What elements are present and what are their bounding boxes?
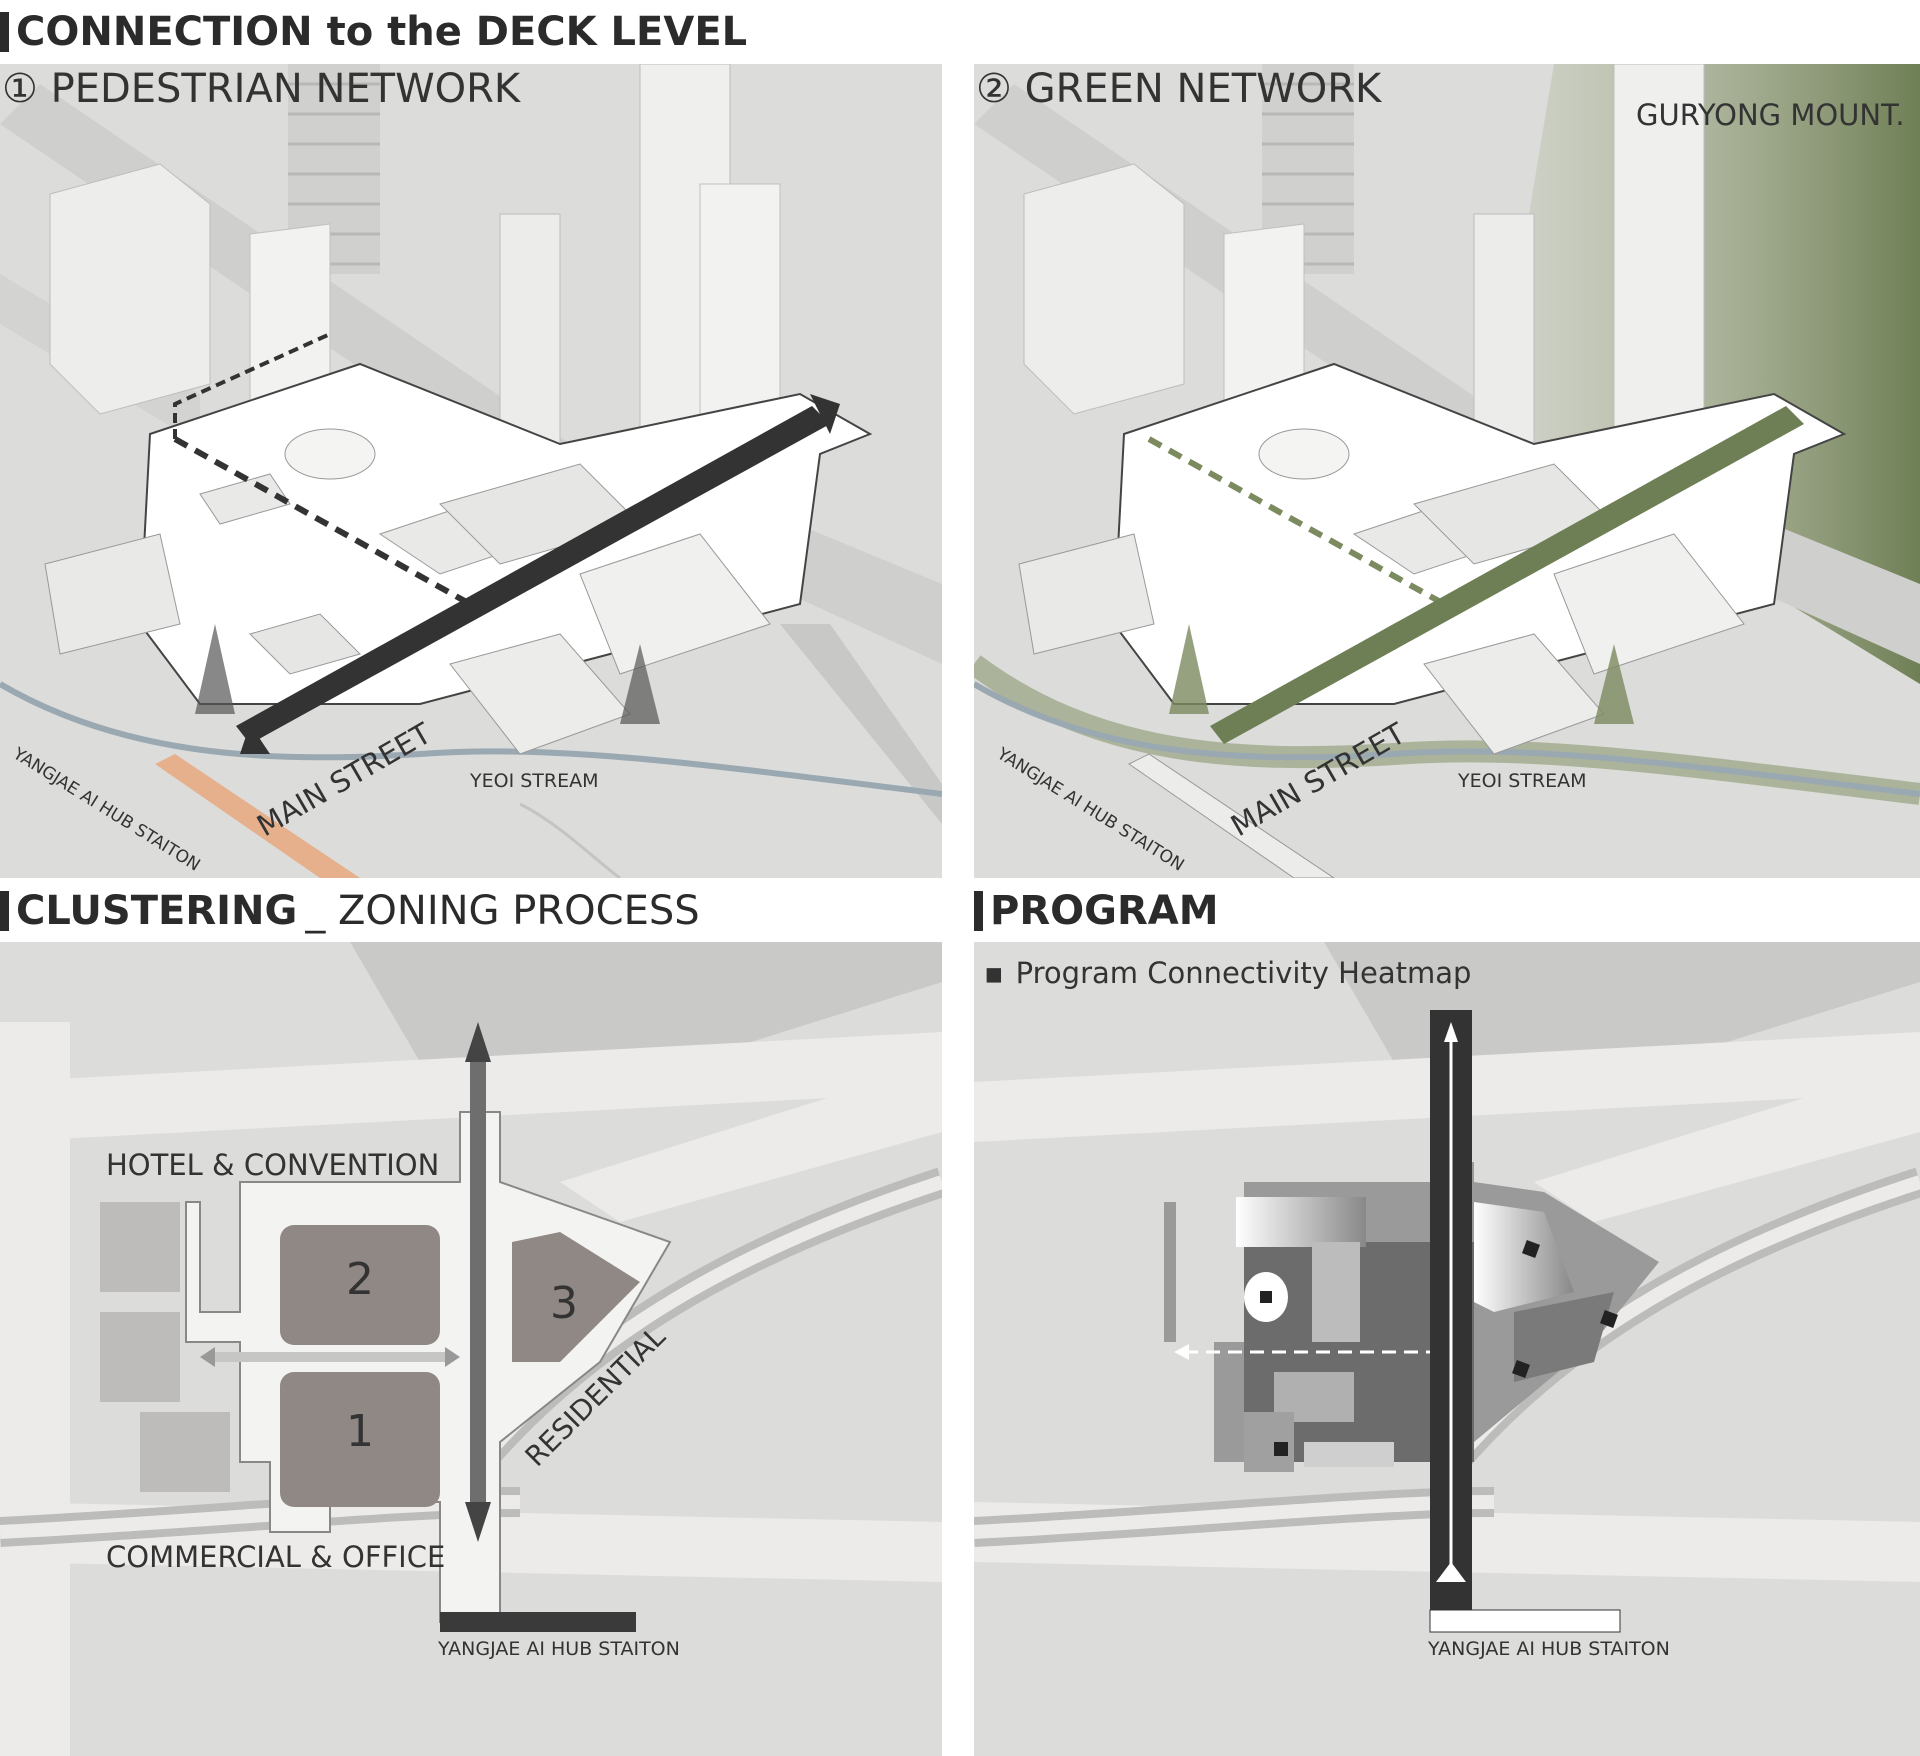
section-title-connection: CONNECTION to the DECK LEVEL — [0, 9, 747, 55]
node-marker — [1274, 1442, 1288, 1456]
stream-label: YEOI STREAM — [470, 770, 599, 792]
main-axis-arrow-bottom — [1436, 1562, 1466, 1582]
green-entrance-arrow — [1594, 644, 1634, 724]
deck-building — [579, 533, 771, 675]
neighbor-block — [100, 1312, 180, 1402]
cross-axis-left-head — [200, 1347, 215, 1367]
neighbor-block — [100, 1202, 180, 1292]
main-street-green-band — [1210, 406, 1804, 744]
node-marker — [1522, 1240, 1540, 1258]
deck-building — [1018, 533, 1155, 655]
entrance-arrow — [195, 624, 235, 714]
section-title-text: CONNECTION to the DECK LEVEL — [16, 9, 748, 55]
station-bar — [1429, 1609, 1621, 1633]
zone-2-number: 2 — [346, 1254, 374, 1305]
program-panel: Program Connectivity Heatmap YANGJAE AI … — [974, 942, 1920, 1756]
clustering-map — [0, 942, 942, 1756]
title-bar — [0, 12, 9, 52]
zone-3-block — [512, 1232, 640, 1362]
tower-left — [1023, 163, 1185, 415]
clustering-panel: HOTEL & CONVENTION COMMERCIAL & OFFICE R… — [0, 942, 942, 1756]
main-street-arrow-body — [236, 406, 830, 744]
mountain-label: GURYONG MOUNT. — [1636, 98, 1905, 132]
program-title: PROGRAM — [990, 888, 1219, 934]
clustering-title-bold: CLUSTERING — [16, 888, 298, 934]
heat-zone — [1236, 1197, 1366, 1247]
node-marker — [1260, 1291, 1272, 1303]
station-block — [1128, 753, 1335, 878]
green-network-diagram — [974, 64, 1920, 878]
tower-left — [49, 163, 211, 415]
zone-1-number: 1 — [346, 1406, 374, 1457]
green-network-panel: ② GREEN NETWORK GURYONG MOUNT. MAIN STRE… — [974, 64, 1920, 878]
deck-building — [249, 613, 361, 675]
panel-title: ② GREEN NETWORK — [976, 66, 1382, 112]
main-axis-arrow — [470, 1062, 486, 1502]
main-axis-arrow-tail — [465, 1502, 491, 1542]
heatmap-subtitle: Program Connectivity Heatmap — [984, 956, 1472, 990]
zone-2-block — [280, 1225, 440, 1345]
oval-building — [1258, 428, 1350, 480]
main-axis-arrow-head — [465, 1022, 491, 1062]
station-label: YANGJAE AI HUB STAITON — [1428, 1638, 1670, 1660]
heat-zone — [1312, 1242, 1360, 1342]
node-marker — [1512, 1360, 1530, 1378]
green-entrance-arrow — [1169, 624, 1209, 714]
yeoi-stream — [974, 681, 1920, 797]
guryong-mountain-area — [1494, 64, 1920, 684]
hotel-label: HOTEL & CONVENTION — [106, 1148, 440, 1182]
cross-axis-arrow — [210, 1352, 450, 1362]
neighbor-block — [140, 1412, 230, 1492]
heat-zone — [1514, 1292, 1614, 1382]
road-diagonal — [560, 1062, 942, 1222]
node-marker — [1600, 1310, 1618, 1328]
road-vertical — [0, 1022, 70, 1756]
cross-axis-right-head — [445, 1347, 460, 1367]
commercial-label: COMMERCIAL & OFFICE — [106, 1540, 446, 1574]
section-title-clustering: CLUSTERING _ ZONING PROCESS — [0, 888, 700, 934]
title-bar — [0, 891, 9, 931]
yeoi-stream — [0, 681, 942, 797]
pedestrian-route-north — [173, 332, 331, 439]
main-street-arrow-head — [810, 394, 840, 434]
pedestrian-route — [173, 436, 472, 607]
heat-zone — [1304, 1442, 1394, 1467]
panel-title: ① PEDESTRIAN NETWORK — [2, 66, 521, 112]
station-label: YANGJAE AI HUB STAITON — [438, 1638, 680, 1660]
green-route — [1147, 436, 1446, 607]
road-diagonal — [1534, 1062, 1920, 1222]
heat-zone — [1474, 1202, 1574, 1312]
deck-building — [44, 533, 181, 655]
cross-path-head — [1174, 1344, 1189, 1360]
station-block — [155, 754, 360, 878]
deck-building — [1553, 533, 1745, 675]
station-bar — [440, 1612, 636, 1632]
section-title-program: PROGRAM — [974, 888, 1219, 934]
zone-1-block — [280, 1372, 440, 1507]
pedestrian-network-diagram — [0, 64, 942, 878]
clustering-title-light: _ ZONING PROCESS — [305, 888, 700, 934]
title-bar — [974, 891, 983, 931]
pedestrian-network-panel: ① PEDESTRIAN NETWORK MAIN STREET YEOI ST… — [0, 64, 942, 878]
main-axis-arrow-up — [1444, 1022, 1458, 1042]
road-right-lower — [780, 624, 942, 824]
program-heatmap — [974, 942, 1920, 1756]
zone-3-number: 3 — [550, 1278, 578, 1329]
main-street-arrow-tail — [240, 724, 270, 754]
entrance-arrow — [620, 644, 660, 724]
oval-building — [284, 428, 376, 480]
stream-label: YEOI STREAM — [1458, 770, 1587, 792]
path-line — [519, 802, 621, 878]
